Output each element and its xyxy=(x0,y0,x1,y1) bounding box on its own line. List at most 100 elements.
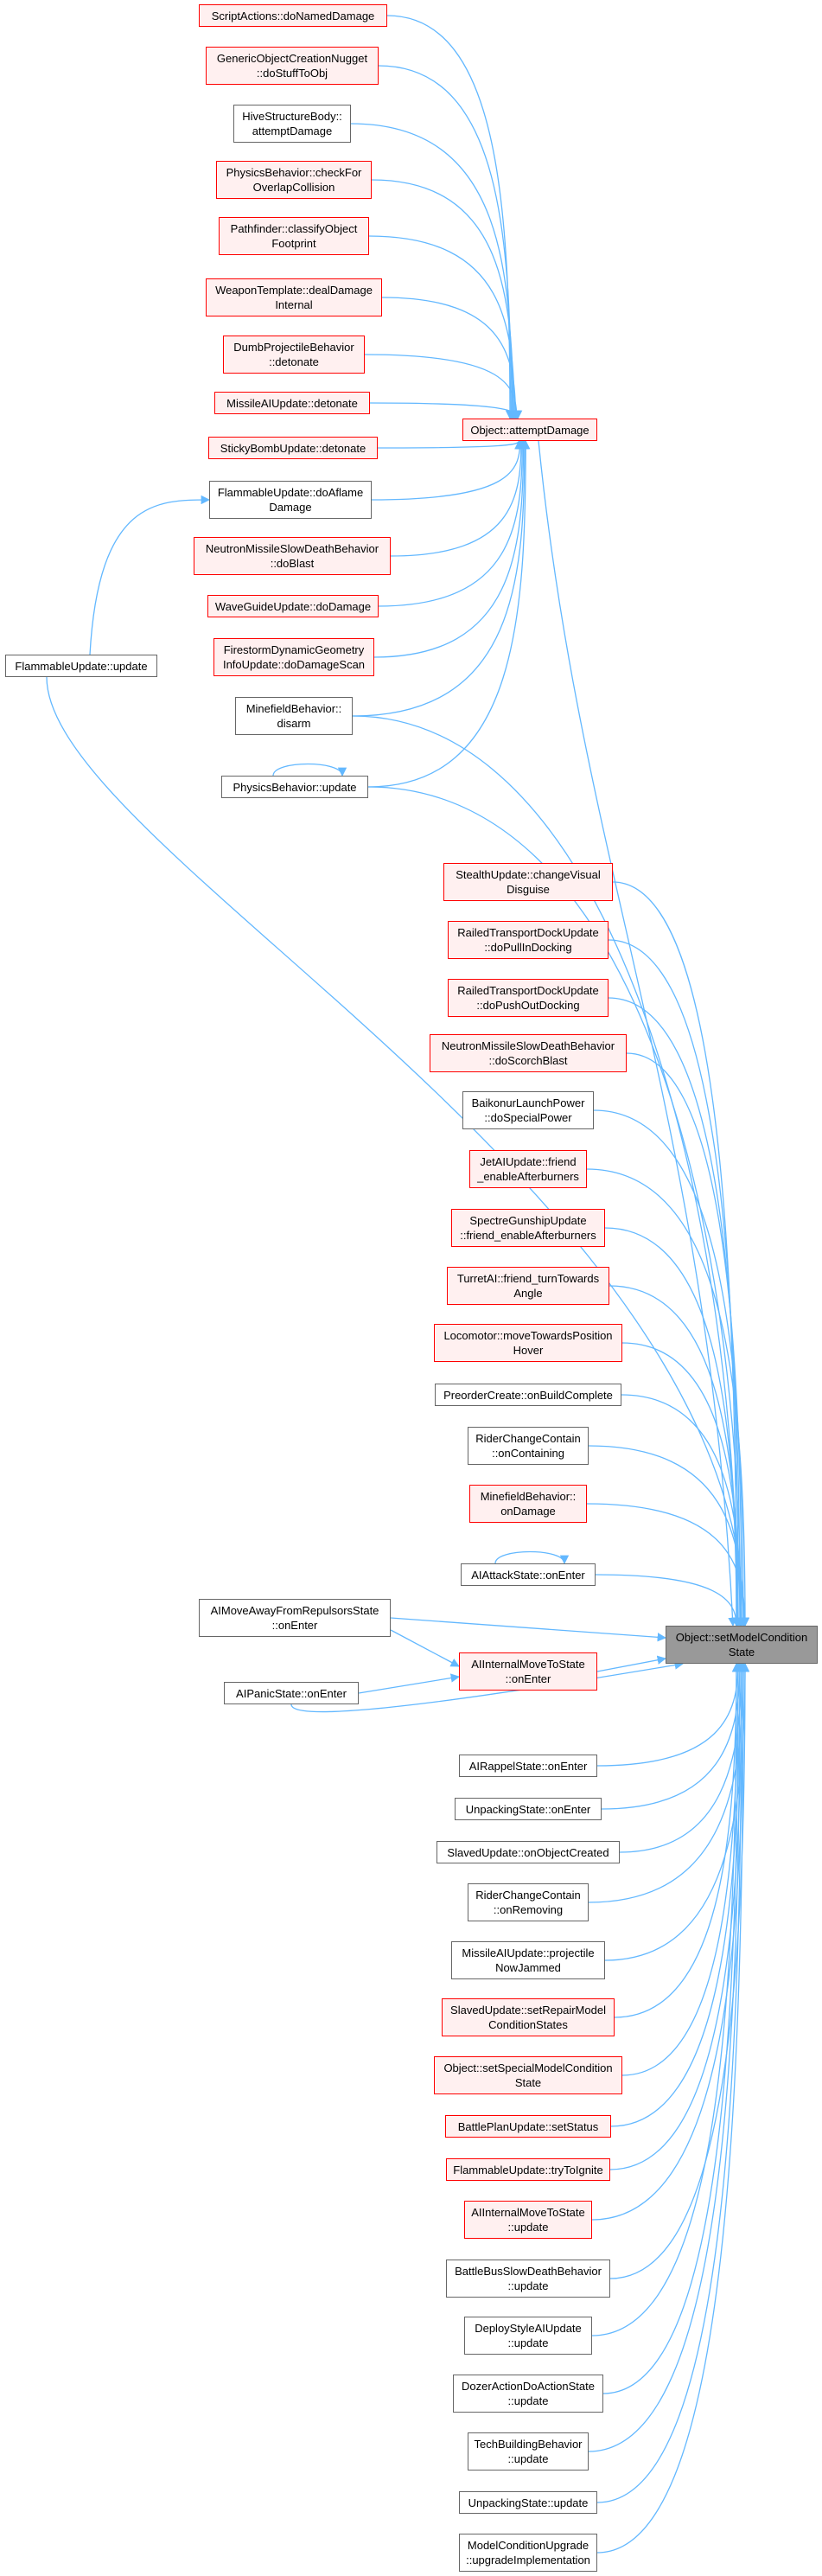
node-ai-move-away-from-repulsors-on-enter[interactable]: AIMoveAwayFromRepulsorsState::onEnter xyxy=(199,1599,391,1637)
node-baikonur-launch-power-do-special-power[interactable]: BaikonurLaunchPower::doSpecialPower xyxy=(462,1091,594,1129)
node-missile-ai-update-detonate[interactable]: MissileAIUpdate::detonate xyxy=(214,392,370,414)
node-label: AIRappelState::onEnter xyxy=(468,1759,588,1773)
node-label: WeaponTemplate::dealDamage xyxy=(215,284,373,297)
node-label: GenericObjectCreationNugget xyxy=(216,52,368,65)
node-neutron-missile-do-blast[interactable]: NeutronMissileSlowDeathBehavior::doBlast xyxy=(194,537,391,575)
edge-4 xyxy=(368,235,519,420)
node-dozer-action-do-action-state-update[interactable]: DozerActionDoActionState::update xyxy=(453,2375,603,2413)
node-physics-behavior-update[interactable]: PhysicsBehavior::update xyxy=(221,776,368,798)
node-railed-transport-do-pull-in-docking[interactable]: RailedTransportDockUpdate::doPullInDocki… xyxy=(448,921,609,959)
node-label: ::doPullInDocking xyxy=(484,941,572,954)
edge-33 xyxy=(586,1503,750,1627)
node-label: ::friend_enableAfterburners xyxy=(460,1229,596,1242)
edge-17 xyxy=(494,1550,570,1565)
node-label: Angle xyxy=(513,1287,543,1300)
node-flammable-update-update[interactable]: FlammableUpdate::update xyxy=(5,655,157,677)
edge-26 xyxy=(593,1109,749,1627)
edge-15 xyxy=(89,495,211,655)
node-label: ::onEnter xyxy=(271,1619,318,1632)
edge-24 xyxy=(608,997,745,1627)
node-minefield-behavior-disarm[interactable]: MinefieldBehavior::disarm xyxy=(235,697,353,735)
node-spectre-gunship-friend-enable-afterburners[interactable]: SpectreGunshipUpdate::friend_enableAfter… xyxy=(451,1209,605,1247)
node-label: TurretAI::friend_turnTowards xyxy=(456,1272,600,1285)
node-label: ::detonate xyxy=(269,355,319,368)
edge-9 xyxy=(371,439,525,501)
node-label: ::doPushOutDocking xyxy=(476,999,580,1012)
node-unpacking-state-update[interactable]: UnpackingState::update xyxy=(459,2491,597,2514)
node-label: NowJammed xyxy=(495,1961,561,1974)
node-ai-internal-move-to-state-on-enter[interactable]: AIInternalMoveToState::onEnter xyxy=(459,1652,597,1691)
node-label: ::doBlast xyxy=(270,557,315,570)
node-label: Damage xyxy=(269,501,312,514)
edge-13 xyxy=(352,439,530,717)
node-rider-change-contain-on-removing[interactable]: RiderChangeContain::onRemoving xyxy=(468,1883,589,1921)
node-label: AIPanicState::onEnter xyxy=(236,1686,347,1700)
node-dumb-projectile-behavior-detonate[interactable]: DumbProjectileBehavior::detonate xyxy=(223,336,365,374)
node-label: ConditionStates xyxy=(488,2018,568,2031)
node-label: _enableAfterburners xyxy=(477,1170,579,1183)
node-deploy-style-ai-update-update[interactable]: DeployStyleAIUpdate::update xyxy=(464,2317,592,2355)
node-label: SpectreGunshipUpdate xyxy=(469,1214,587,1227)
node-label: DumbProjectileBehavior xyxy=(233,341,354,354)
edge-3 xyxy=(371,179,519,420)
edge-51 xyxy=(390,1617,667,1642)
node-label: ::doSpecialPower xyxy=(484,1111,572,1124)
node-object-attempt-damage[interactable]: Object::attemptDamage xyxy=(462,419,597,441)
root-line2: State xyxy=(728,1646,755,1659)
node-label: ::onRemoving xyxy=(493,1903,564,1916)
node-label: RailedTransportDockUpdate xyxy=(457,984,599,997)
node-label: JetAIUpdate::friend xyxy=(480,1155,577,1168)
node-battle-bus-slow-death-behavior-update[interactable]: BattleBusSlowDeathBehavior::update xyxy=(446,2260,610,2298)
node-label: Locomotor::moveTowardsPosition xyxy=(443,1329,613,1342)
node-ai-rappel-state-on-enter[interactable]: AIRappelState::onEnter xyxy=(459,1755,597,1777)
node-flammable-update-try-to-ignite[interactable]: FlammableUpdate::tryToIgnite xyxy=(446,2158,610,2181)
node-preorder-create-on-build-complete[interactable]: PreorderCreate::onBuildComplete xyxy=(435,1384,621,1406)
node-label: ::upgradeImplementation xyxy=(466,2554,590,2566)
edge-44 xyxy=(591,1662,749,2221)
node-sticky-bomb-update-detonate[interactable]: StickyBombUpdate::detonate xyxy=(208,437,378,459)
edge-0 xyxy=(386,15,515,420)
node-wave-guide-update-do-damage[interactable]: WaveGuideUpdate::doDamage xyxy=(207,595,379,617)
node-label: disarm xyxy=(277,717,311,730)
edge-8 xyxy=(377,439,524,450)
node-label: PreorderCreate::onBuildComplete xyxy=(443,1388,613,1402)
node-script-actions-do-named-damage[interactable]: ScriptActions::doNamedDamage xyxy=(199,4,387,27)
node-neutron-missile-do-scorch-blast[interactable]: NeutronMissileSlowDeathBehavior::doScorc… xyxy=(430,1034,627,1072)
node-label: UnpackingState::onEnter xyxy=(465,1802,591,1816)
node-model-condition-upgrade-implementation[interactable]: ModelConditionUpgrade::upgradeImplementa… xyxy=(459,2534,597,2572)
node-generic-object-creation-nugget[interactable]: GenericObjectCreationNugget::doStuffToOb… xyxy=(206,47,379,85)
node-unpacking-state-on-enter[interactable]: UnpackingState::onEnter xyxy=(455,1798,602,1820)
node-label: attemptDamage xyxy=(252,125,333,137)
edge-30 xyxy=(621,1342,745,1627)
node-ai-panic-state-on-enter[interactable]: AIPanicState::onEnter xyxy=(224,1682,359,1704)
edge-23 xyxy=(608,939,743,1627)
edge-27 xyxy=(586,1168,750,1627)
node-railed-transport-do-push-out-docking[interactable]: RailedTransportDockUpdate::doPushOutDock… xyxy=(448,979,609,1017)
node-minefield-behavior-on-damage[interactable]: MinefieldBehavior::onDamage xyxy=(469,1485,587,1523)
node-slaved-update-on-object-created[interactable]: SlavedUpdate::onObjectCreated xyxy=(436,1841,620,1863)
node-jet-ai-update-friend-enable-afterburners[interactable]: JetAIUpdate::friend_enableAfterburners xyxy=(469,1150,587,1188)
node-hive-structure-body-attempt-damage[interactable]: HiveStructureBody::attemptDamage xyxy=(233,105,351,143)
edge-52 xyxy=(390,1629,460,1667)
edge-47 xyxy=(602,1662,743,2394)
node-ai-attack-state-on-enter[interactable]: AIAttackState::onEnter xyxy=(461,1563,596,1586)
edge-1 xyxy=(378,65,516,420)
node-label: ::doScorchBlast xyxy=(488,1054,568,1067)
edge-5 xyxy=(381,297,520,420)
node-battle-plan-update-set-status[interactable]: BattlePlanUpdate::setStatus xyxy=(445,2115,611,2138)
node-rider-change-contain-on-containing[interactable]: RiderChangeContain::onContaining xyxy=(468,1427,589,1465)
node-label: MinefieldBehavior:: xyxy=(480,1490,577,1503)
node-tech-building-behavior-update[interactable]: TechBuildingBehavior::update xyxy=(468,2432,589,2471)
node-ai-internal-move-to-state-update[interactable]: AIInternalMoveToState::update xyxy=(464,2201,592,2239)
